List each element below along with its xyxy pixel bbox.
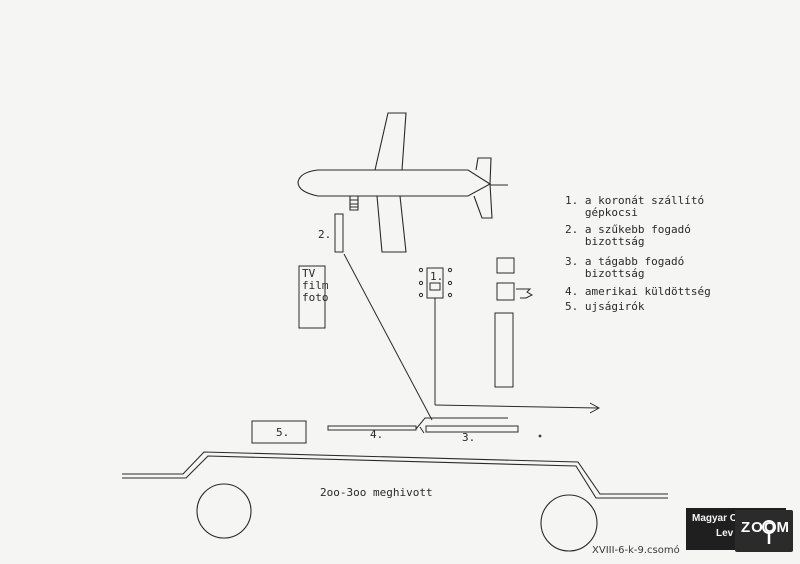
zoom-logo-text: ZOOM [741,519,790,536]
legend-item-5: 5. ujságirók [565,300,645,313]
airplane-icon [297,112,508,253]
tv-film-foto-label: TV film foto [302,267,329,304]
marker-4-label: 4. [370,428,384,441]
right-structures [494,257,534,388]
legend-item-2: 2. a szűkebb fogadó bizottság [565,223,691,248]
reception-lines [327,417,542,438]
invited-guests-caption: 2oo-3oo meghivott [320,486,433,499]
procession-arrow [343,253,433,421]
marker-3-label: 3. [462,431,476,444]
marker-5-label: 5. [276,426,290,439]
terminal-outline [122,451,668,552]
stamp-line-1: Magyar Országos [692,513,776,524]
legend-item-4: 4. amerikai küldöttség [565,285,711,298]
marker-2-label: 2. [318,228,332,241]
magnifier-icon [762,520,776,544]
crown-car-group [418,267,601,414]
journalists-box [251,420,307,444]
marker-1-label: 1. [430,270,444,283]
legend-item-1: 1. a koronát szállító gépkocsi [565,194,705,219]
zoom-logo: ZOOM [735,510,793,552]
narrow-committee-box [334,213,344,253]
archive-reference-note: XVIII-6-k-9.csomó [592,545,680,556]
tv-film-foto-box [298,265,326,329]
stamp-line-2: Lev [716,528,734,539]
legend-item-3: 3. a tágabb fogadó bizottság [565,255,685,280]
